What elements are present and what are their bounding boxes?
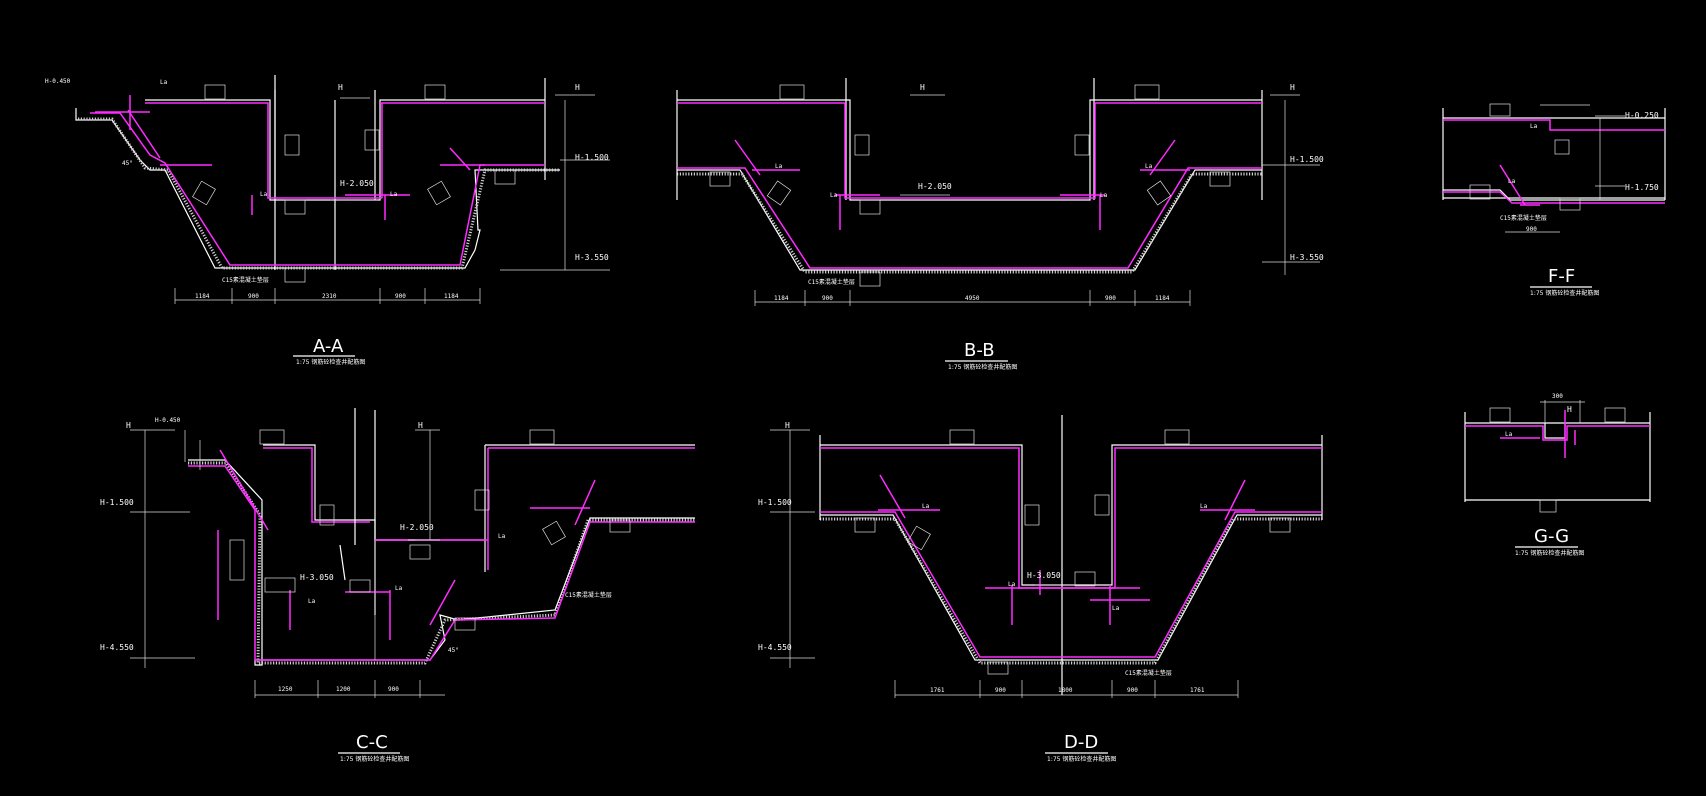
elev-a-2: H-1.500	[575, 153, 609, 162]
note-a-0: C15素混凝土垫层	[222, 276, 269, 284]
note-f-0: C15素混凝土垫层	[1500, 214, 1547, 222]
section-b-b	[676, 78, 1320, 306]
lap-d-1: La	[1200, 503, 1208, 510]
lap-b-2: La	[830, 192, 838, 199]
elev-a-0: H	[338, 83, 343, 92]
dim-b-2: 4950	[965, 295, 980, 302]
lap-b-3: La	[1100, 192, 1108, 199]
elev-c-3: H-2.050	[400, 523, 434, 532]
elev-f-0: H-0.250	[1625, 111, 1659, 120]
lap-d-0: La	[922, 503, 930, 510]
dim-a-0: 1184	[195, 293, 210, 300]
section-f-f	[1442, 103, 1666, 233]
lap-f-0: La	[1530, 123, 1538, 130]
dim-a-1: 900	[248, 293, 259, 300]
dim-a-4: 1184	[444, 293, 459, 300]
section-title-g-g: G-G	[1534, 526, 1569, 547]
lap-c-0: La	[498, 533, 506, 540]
elev-b-1: H	[1290, 83, 1295, 92]
lap-b-1: La	[1145, 163, 1153, 170]
note-b-0: C15素混凝土垫层	[808, 278, 855, 286]
lap-a-1: La	[260, 191, 268, 198]
elev-b-4: H-3.550	[1290, 253, 1324, 262]
section-c-c	[130, 408, 695, 698]
dim-a-3: 900	[395, 293, 406, 300]
lap-d-3: La	[1112, 605, 1120, 612]
lap-g-0: La	[1505, 431, 1513, 438]
elev-d-3: H-4.550	[758, 643, 792, 652]
elev-b-3: H-2.050	[918, 182, 952, 191]
dim-c-2: 900	[388, 686, 399, 693]
elev-c-2: H-1.500	[100, 498, 134, 507]
section-d-d	[770, 415, 1323, 698]
dim-b-1: 900	[822, 295, 833, 302]
section-title-d-d: D-D	[1064, 732, 1098, 753]
lap-c-2: La	[308, 598, 316, 605]
note-d-0: C15素混凝土垫层	[1125, 669, 1172, 677]
elev-a-3: H-2.050	[340, 179, 374, 188]
section-subtitle-g-g: 1:75 钢筋砼检查井配筋图	[1515, 549, 1584, 557]
lap-d-2: La	[1008, 581, 1016, 588]
dim-b-0: 1184	[774, 295, 789, 302]
note-a-1: H-0.450	[45, 78, 71, 85]
elev-a-4: H-3.550	[575, 253, 609, 262]
lap-a-0: La	[160, 79, 168, 86]
section-subtitle-d-d: 1:75 钢筋砼检查井配筋图	[1047, 755, 1116, 763]
dim-d-1: 900	[995, 687, 1006, 694]
dim-b-3: 900	[1105, 295, 1116, 302]
dim-c-1: 1200	[336, 686, 351, 693]
elev-c-4: H-3.050	[300, 573, 334, 582]
note-c-0: C15素混凝土垫层	[565, 591, 612, 599]
dim-d-3: 900	[1127, 687, 1138, 694]
elev-g-0: H	[1567, 405, 1572, 414]
dim-d-0: 1761	[930, 687, 945, 694]
section-subtitle-a-a: 1:75 钢筋砼检查井配筋图	[296, 358, 365, 366]
note-c-1: H-0.450	[155, 417, 181, 424]
dim-g-0: 300	[1552, 393, 1563, 400]
lap-c-1: La	[395, 585, 403, 592]
elev-c-0: H	[126, 421, 131, 430]
section-subtitle-c-c: 1:75 钢筋砼检查井配筋图	[340, 755, 409, 763]
section-title-a-a: A-A	[313, 336, 344, 357]
section-subtitle-b-b: 1:75 钢筋砼检查井配筋图	[948, 363, 1017, 371]
dim-d-2: 1800	[1058, 687, 1073, 694]
lap-f-1: La	[1508, 178, 1516, 185]
section-title-c-c: C-C	[356, 732, 388, 753]
elev-d-2: H-3.050	[1027, 571, 1061, 580]
section-g-g	[1464, 400, 1651, 513]
elev-b-0: H	[920, 83, 925, 92]
section-title-f-f: F-F	[1548, 266, 1575, 287]
section-title-b-b: B-B	[964, 340, 995, 361]
elev-c-1: H	[418, 421, 423, 430]
elev-d-0: H	[785, 421, 790, 430]
angle-c: 45°	[448, 647, 459, 654]
lap-a-2: La	[390, 191, 398, 198]
elev-f-1: H-1.750	[1625, 183, 1659, 192]
dim-d-4: 1761	[1190, 687, 1205, 694]
dim-f-0: 900	[1526, 226, 1537, 233]
dim-a-2: 2310	[322, 293, 337, 300]
dim-c-0: 1250	[278, 686, 293, 693]
elev-a-1: H	[575, 83, 580, 92]
section-a-a	[75, 75, 610, 304]
elev-b-2: H-1.500	[1290, 155, 1324, 164]
elev-c-5: H-4.550	[100, 643, 134, 652]
elev-d-1: H-1.500	[758, 498, 792, 507]
dim-b-4: 1184	[1155, 295, 1170, 302]
lap-b-0: La	[775, 163, 783, 170]
section-subtitle-f-f: 1:75 钢筋砼检查井配筋图	[1530, 289, 1599, 297]
angle-a: 45°	[122, 160, 133, 167]
